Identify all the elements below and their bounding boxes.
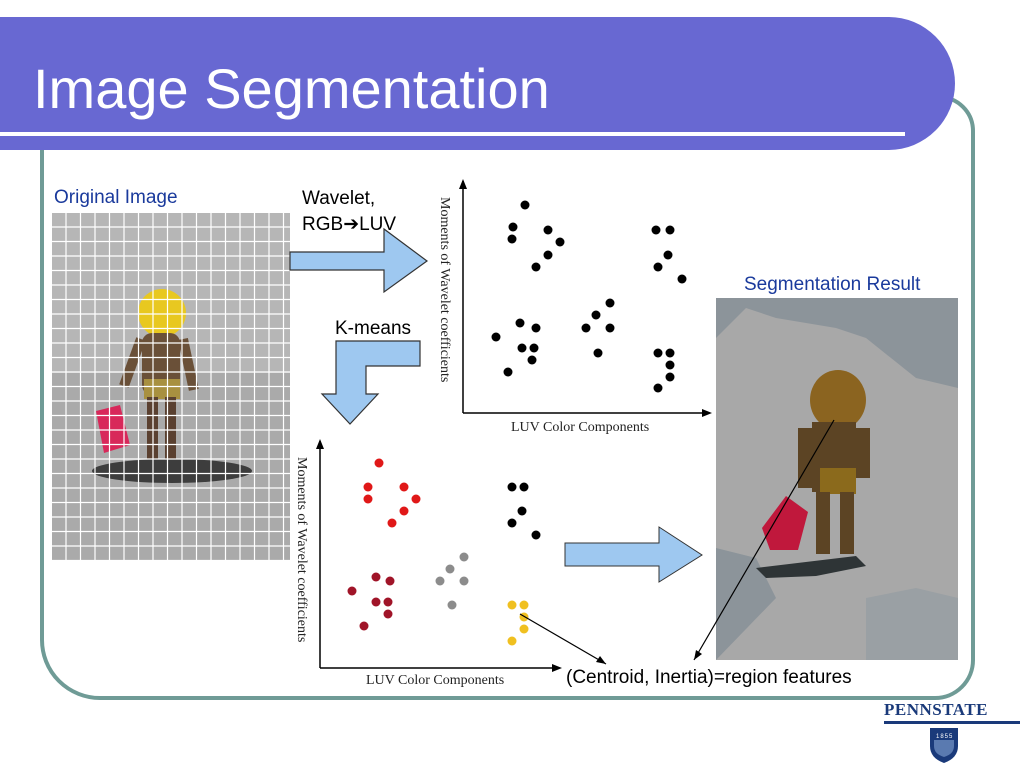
scatter-point <box>543 250 553 260</box>
scatter-point <box>447 600 457 610</box>
scatter-point <box>515 318 525 328</box>
top-scatter-plot <box>459 179 712 417</box>
scatter-point <box>593 348 603 358</box>
original-image-label: Original Image <box>54 187 178 208</box>
scatter-point <box>491 332 501 342</box>
scatter-point <box>531 530 541 540</box>
region-features-label: (Centroid, Inertia)=region features <box>566 667 852 688</box>
scatter-point <box>527 355 537 365</box>
scatter-point <box>507 482 517 492</box>
scatter-point <box>517 506 527 516</box>
scatter-point <box>507 234 517 244</box>
scatter-point <box>371 597 381 607</box>
scatter-point <box>653 262 663 272</box>
scatter-point <box>508 222 518 232</box>
right-arrow-icon <box>289 227 429 294</box>
title-banner: Image Segmentation <box>0 17 955 150</box>
scatter-point <box>374 458 384 468</box>
scatter-point <box>359 621 369 631</box>
scatter-point <box>363 494 373 504</box>
scatter-point <box>653 383 663 393</box>
scatter-point <box>665 225 675 235</box>
scatter-point <box>665 360 675 370</box>
scatter-point <box>531 262 541 272</box>
scatter-point <box>399 506 409 516</box>
logo-underline <box>884 721 1020 724</box>
pennstate-logo: PENNSTATE 1855 <box>884 700 1020 766</box>
pennstate-wordmark: PENNSTATE <box>884 700 989 719</box>
scatter-point <box>435 576 445 586</box>
scatter-point <box>503 367 513 377</box>
scatter-point <box>531 323 541 333</box>
segmentation-result-image <box>716 298 958 660</box>
scatter-point <box>665 372 675 382</box>
scatter-point <box>459 576 469 586</box>
scatter-point <box>651 225 661 235</box>
luv-text: LUV <box>359 214 397 235</box>
kmeans-label: K-means <box>335 318 412 339</box>
scatter-point <box>347 586 357 596</box>
rgb-text: RGB <box>302 214 344 235</box>
scatter-point <box>459 552 469 562</box>
scatter-point <box>445 564 455 574</box>
bottom-xlabel: LUV Color Components <box>366 673 505 688</box>
top-xlabel: LUV Color Components <box>511 420 650 435</box>
scatter-point <box>591 310 601 320</box>
scatter-point <box>383 609 393 619</box>
scatter-point <box>507 518 517 528</box>
right-arrow-icon <box>564 526 703 583</box>
scatter-point <box>605 298 615 308</box>
scatter-point <box>519 482 529 492</box>
scatter-point <box>543 225 553 235</box>
scatter-point <box>363 482 373 492</box>
scatter-point <box>605 323 615 333</box>
bottom-scatter-plot <box>316 439 562 672</box>
scatter-point <box>519 600 529 610</box>
scatter-point <box>677 274 687 284</box>
original-image <box>52 213 290 562</box>
scatter-point <box>385 576 395 586</box>
scatter-point <box>371 572 381 582</box>
segmentation-result-label: Segmentation Result <box>744 274 921 295</box>
banner-underline <box>0 132 905 136</box>
wavelet-label: Wavelet, <box>302 188 376 209</box>
scatter-point <box>555 237 565 247</box>
scatter-point <box>663 250 673 260</box>
scatter-point <box>520 200 530 210</box>
scatter-point <box>519 624 529 634</box>
scatter-point <box>653 348 663 358</box>
scatter-point <box>411 494 421 504</box>
rgb-luv-label: RGB➔LUV <box>302 214 396 237</box>
slide-title: Image Segmentation <box>33 57 550 120</box>
logo-year: 1855 <box>936 734 954 740</box>
scatter-point <box>517 343 527 353</box>
pennstate-shield-icon <box>930 728 958 763</box>
scatter-point <box>507 636 517 646</box>
scatter-point <box>529 343 539 353</box>
scatter-point <box>665 348 675 358</box>
scatter-point <box>581 323 591 333</box>
scatter-point <box>387 518 397 528</box>
scatter-point <box>399 482 409 492</box>
scatter-point <box>507 600 517 610</box>
bent-down-arrow-icon <box>320 340 421 425</box>
arrow-glyph: ➔ <box>343 214 360 235</box>
scatter-point <box>383 597 393 607</box>
